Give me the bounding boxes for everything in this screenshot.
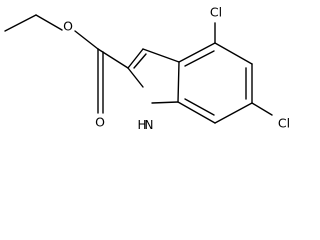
atom-nitrogen-h: H xyxy=(137,118,146,132)
chemical-structure: O O H N Cl Cl xyxy=(4,5,290,132)
atom-nitrogen: N xyxy=(145,118,154,132)
atom-oxygen-ester: O xyxy=(63,19,73,34)
bond-c6-cl xyxy=(251,102,273,116)
bond-c3a-c4 xyxy=(178,42,216,63)
atom-chlorine-4: Cl xyxy=(210,5,222,20)
bond-c3a-c7a xyxy=(177,61,180,103)
bond-c2-n1 xyxy=(127,67,144,88)
bond-c2-c3-inner xyxy=(133,53,147,69)
atom-chlorine-6: Cl xyxy=(278,116,290,131)
bond-c2-c3 xyxy=(127,48,144,69)
bond-c4-c5 xyxy=(214,42,253,65)
bond-n1-c7a xyxy=(151,101,179,104)
bond-o-carbonyl-c xyxy=(74,30,99,50)
bond-c6-c7 xyxy=(214,102,253,124)
atom-oxygen-carbonyl: O xyxy=(95,115,105,130)
bond-ch2-o xyxy=(35,14,63,31)
bond-c7-c7a xyxy=(177,101,216,124)
bond-c7-c7a-inner xyxy=(184,98,215,116)
bond-ch3-ch2 xyxy=(4,14,37,32)
bond-c3a-c4-inner xyxy=(184,50,215,67)
bond-carbonyl-c2 xyxy=(97,48,129,69)
bond-c3-c3a xyxy=(142,48,180,63)
